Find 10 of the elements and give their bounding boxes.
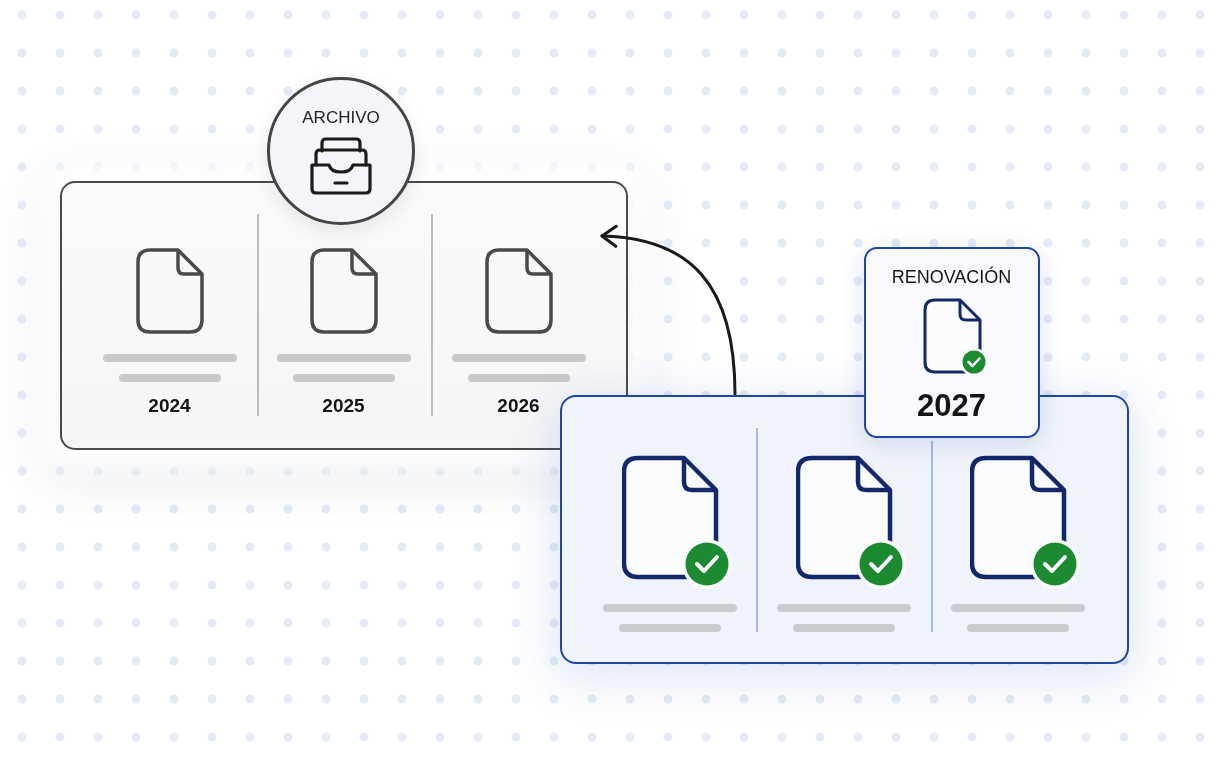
archive-panel <box>60 181 628 450</box>
card-heading: RENOVACIÓN <box>891 267 1012 288</box>
curved-arrow <box>600 225 737 396</box>
year-label: 2024 <box>148 395 191 417</box>
year-label: 2026 <box>497 395 540 417</box>
year-label: 2027 <box>917 388 986 423</box>
section-title: ARCHIVO <box>302 108 380 128</box>
year-label: 2025 <box>322 395 365 417</box>
renewal-card <box>864 247 1040 438</box>
renewal-panel <box>560 395 1129 664</box>
